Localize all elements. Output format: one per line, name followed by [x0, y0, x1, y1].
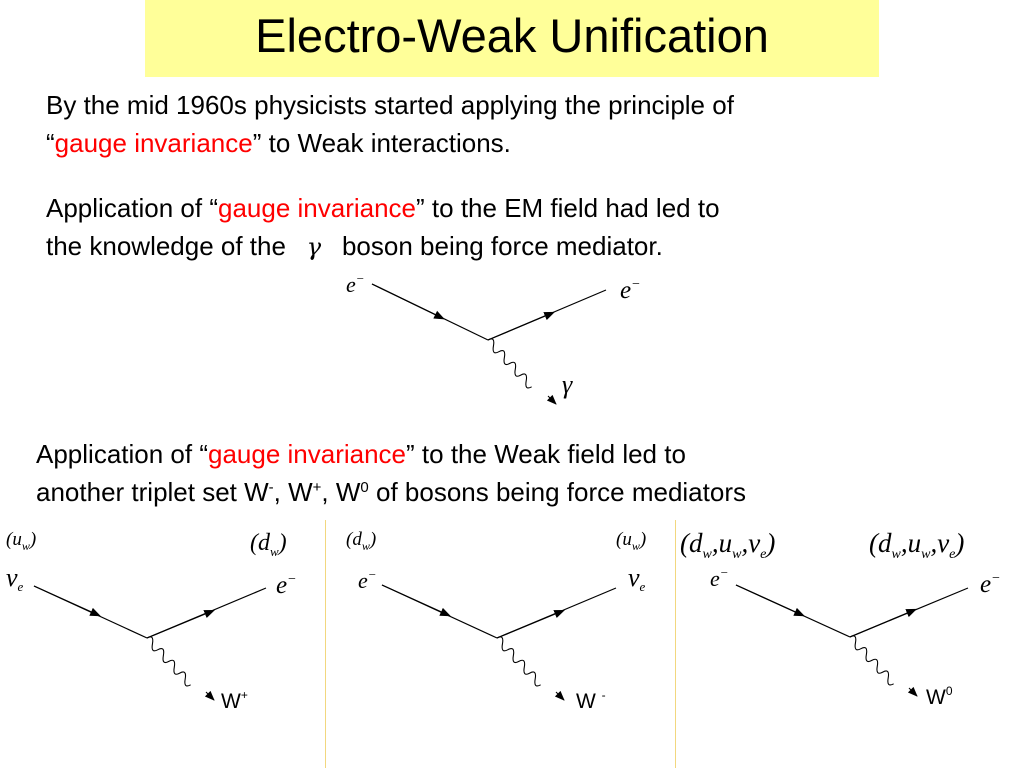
paragraph-3-post: ” to the Weak field led to — [406, 439, 686, 469]
em-out-label: e− — [620, 277, 641, 304]
outgoing-arrow-icon — [487, 311, 555, 341]
paragraph-1-tail: ” to Weak interactions. — [252, 128, 511, 158]
w-plus-in-doublet: (uw) — [6, 529, 36, 553]
paragraph-3: Application of “gauge invariance” to the… — [36, 435, 746, 511]
w-minus-boson-label: W - — [576, 688, 606, 713]
w-minus-diagram: (dw) e− (uw) νe W - — [346, 529, 646, 713]
paragraph-2-post: ” to the EM field had led to — [416, 193, 720, 223]
w-plus-out-label: e− — [276, 572, 297, 599]
separator: , W — [321, 477, 361, 507]
paragraph-3-pre: Application of “ — [36, 439, 208, 469]
w-minus-sup: - — [268, 479, 274, 496]
w-zero-triplet-1: (dw,uw,νe) — [680, 528, 775, 562]
paragraph-3-line-2-post: of bosons being force mediators — [368, 477, 746, 507]
boson-arrow-icon — [204, 690, 215, 701]
w-zero-sup: 0 — [360, 479, 369, 496]
open-quote: “ — [46, 128, 55, 158]
separator: , W — [273, 477, 313, 507]
paragraph-1: By the mid 1960s physicists started appl… — [46, 86, 734, 162]
gauge-invariance-highlight: gauge invariance — [207, 439, 407, 469]
page-title: Electro-Weak Unification — [255, 9, 769, 62]
outgoing-arrow-icon — [849, 608, 917, 638]
incoming-arrow-icon — [381, 584, 451, 617]
incoming-arrow-icon — [33, 585, 101, 617]
paragraph-2-pre: Application of “ — [46, 193, 218, 223]
outgoing-arrow-icon — [146, 609, 215, 639]
divider-right — [675, 520, 676, 768]
gauge-invariance-highlight: gauge invariance — [54, 128, 253, 158]
w-boson-wavy-line — [146, 636, 191, 687]
outgoing-arrow-icon — [496, 609, 565, 639]
w-minus-out-label: νe — [628, 563, 646, 594]
gamma-symbol: γ — [306, 233, 322, 261]
title-banner: Electro-Weak Unification — [145, 0, 879, 77]
em-in-label: e− — [346, 271, 365, 297]
w-plus-out-doublet: (dw) — [250, 530, 287, 559]
divider-left — [325, 520, 326, 768]
photon-wavy-line — [487, 338, 532, 389]
paragraph-2-line-2-post: boson being force mediator. — [341, 231, 663, 261]
w-boson-wavy-line — [496, 636, 541, 687]
w-zero-triplet-2: (dw,uw,νe) — [869, 528, 964, 562]
em-vertex-diagram: e− e− γ — [346, 271, 641, 405]
paragraph-1-line-1: By the mid 1960s physicists started appl… — [46, 90, 734, 120]
photon-arrow-icon — [546, 394, 557, 405]
w-minus-in-doublet: (dw) — [346, 529, 376, 553]
w-plus-in-label: νe — [6, 563, 24, 594]
w-minus-out-doublet: (uw) — [616, 529, 646, 553]
w-minus-in-label: e− — [358, 567, 377, 593]
gauge-invariance-highlight: gauge invariance — [217, 193, 417, 223]
w-plus-boson-label: W+ — [221, 688, 248, 713]
w-plus-sup: + — [312, 479, 322, 496]
boson-arrow-icon — [907, 686, 918, 697]
incoming-arrow-icon — [371, 283, 445, 320]
paragraph-2: Application of “gauge invariance” to the… — [46, 189, 720, 266]
w-zero-in-label: e− — [710, 565, 729, 591]
paragraph-2-line-2-pre: the knowledge of the — [46, 231, 286, 261]
w-zero-boson-label: W0 — [926, 684, 953, 709]
w-zero-out-label: e− — [980, 571, 1001, 598]
incoming-arrow-icon — [735, 584, 805, 617]
w-plus-diagram: (uw) νe (dw) e− W+ — [6, 529, 297, 713]
boson-arrow-icon — [554, 690, 565, 701]
w-zero-diagram: (dw,uw,νe) (dw,uw,νe) e− e− W0 — [680, 528, 1001, 709]
em-boson-label: γ — [562, 370, 573, 399]
paragraph-3-line-2-pre: another triplet set W — [36, 477, 269, 507]
z-boson-wavy-line — [849, 635, 894, 686]
